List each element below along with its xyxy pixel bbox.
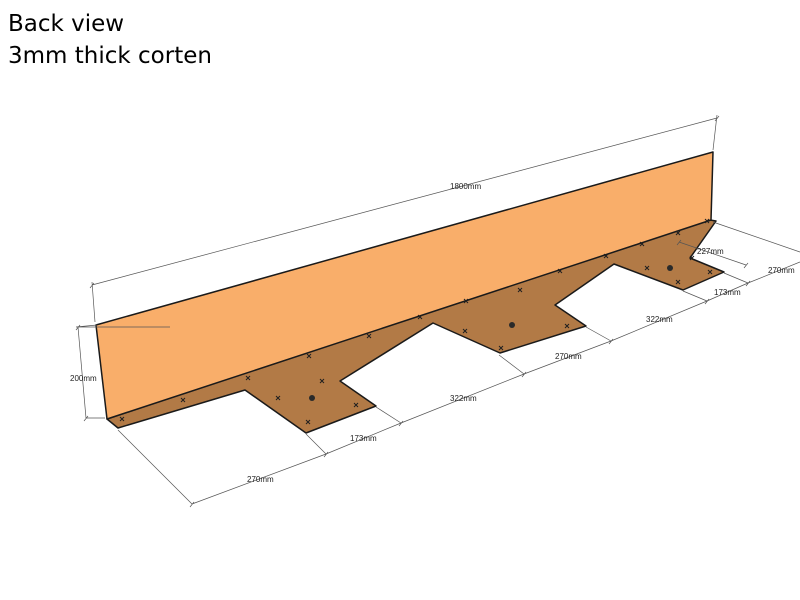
upstand-panel <box>95 151 714 420</box>
screw-mark <box>463 298 469 304</box>
screw-mark <box>557 268 563 274</box>
screw-mark <box>603 253 609 259</box>
dim-322-left-line <box>400 354 527 424</box>
base-plate <box>106 218 725 434</box>
dim-gap2-label: 322mm <box>646 315 673 324</box>
screw-mark <box>353 402 359 408</box>
dim-270-mid-line <box>523 326 614 375</box>
screw-mark <box>462 328 468 334</box>
dim-height-label: 200mm <box>70 374 97 383</box>
screw-mark <box>245 375 251 381</box>
dim-270-right-line <box>712 221 800 284</box>
view-title: Back view <box>8 11 125 37</box>
dim-length-label: 1800mm <box>450 182 481 191</box>
screw-mark <box>498 345 504 351</box>
material-subtitle: 3mm thick corten <box>8 43 212 69</box>
screw-mark <box>366 333 372 339</box>
fixing-hole <box>309 395 315 401</box>
screw-mark <box>707 269 713 275</box>
screw-mark <box>675 230 681 236</box>
dim-173-left-line <box>325 406 404 455</box>
fixing-hole <box>509 322 515 328</box>
dim-200-line <box>75 324 170 422</box>
dim-270-left-line <box>117 429 329 508</box>
dim-tab3-depth-label: 270mm <box>768 266 795 275</box>
screw-mark <box>119 416 125 422</box>
dim-tab1-width-label: 173mm <box>350 434 377 443</box>
screw-mark <box>644 265 650 271</box>
screw-mark <box>306 353 312 359</box>
fixing-holes <box>309 265 673 401</box>
dim-1800-line <box>89 114 720 323</box>
screw-mark <box>704 218 710 224</box>
screw-mark <box>319 378 325 384</box>
dimension-lines <box>75 114 800 508</box>
screw-mark <box>517 287 523 293</box>
screw-mark <box>564 323 570 329</box>
dim-tab2-depth-label: 270mm <box>555 352 582 361</box>
dim-173-right-line <box>706 272 751 302</box>
screw-mark <box>675 279 681 285</box>
screw-mark <box>689 255 695 261</box>
dim-322-right-line <box>610 290 710 342</box>
dim-end-setback-label: 227mm <box>697 247 724 256</box>
screw-mark <box>180 397 186 403</box>
screw-mark <box>639 241 645 247</box>
screw-mark <box>417 314 423 320</box>
fixing-hole <box>667 265 673 271</box>
dim-227-line <box>676 239 749 269</box>
dim-tab1-depth-label: 270mm <box>247 475 274 484</box>
dim-tab3-width-label: 173mm <box>714 288 741 297</box>
screw-mark <box>275 395 281 401</box>
dim-gap1-label: 322mm <box>450 394 477 403</box>
screw-marks <box>119 218 713 425</box>
title-block: Back view 3mm thick corten <box>8 8 212 72</box>
screw-mark <box>305 419 311 425</box>
